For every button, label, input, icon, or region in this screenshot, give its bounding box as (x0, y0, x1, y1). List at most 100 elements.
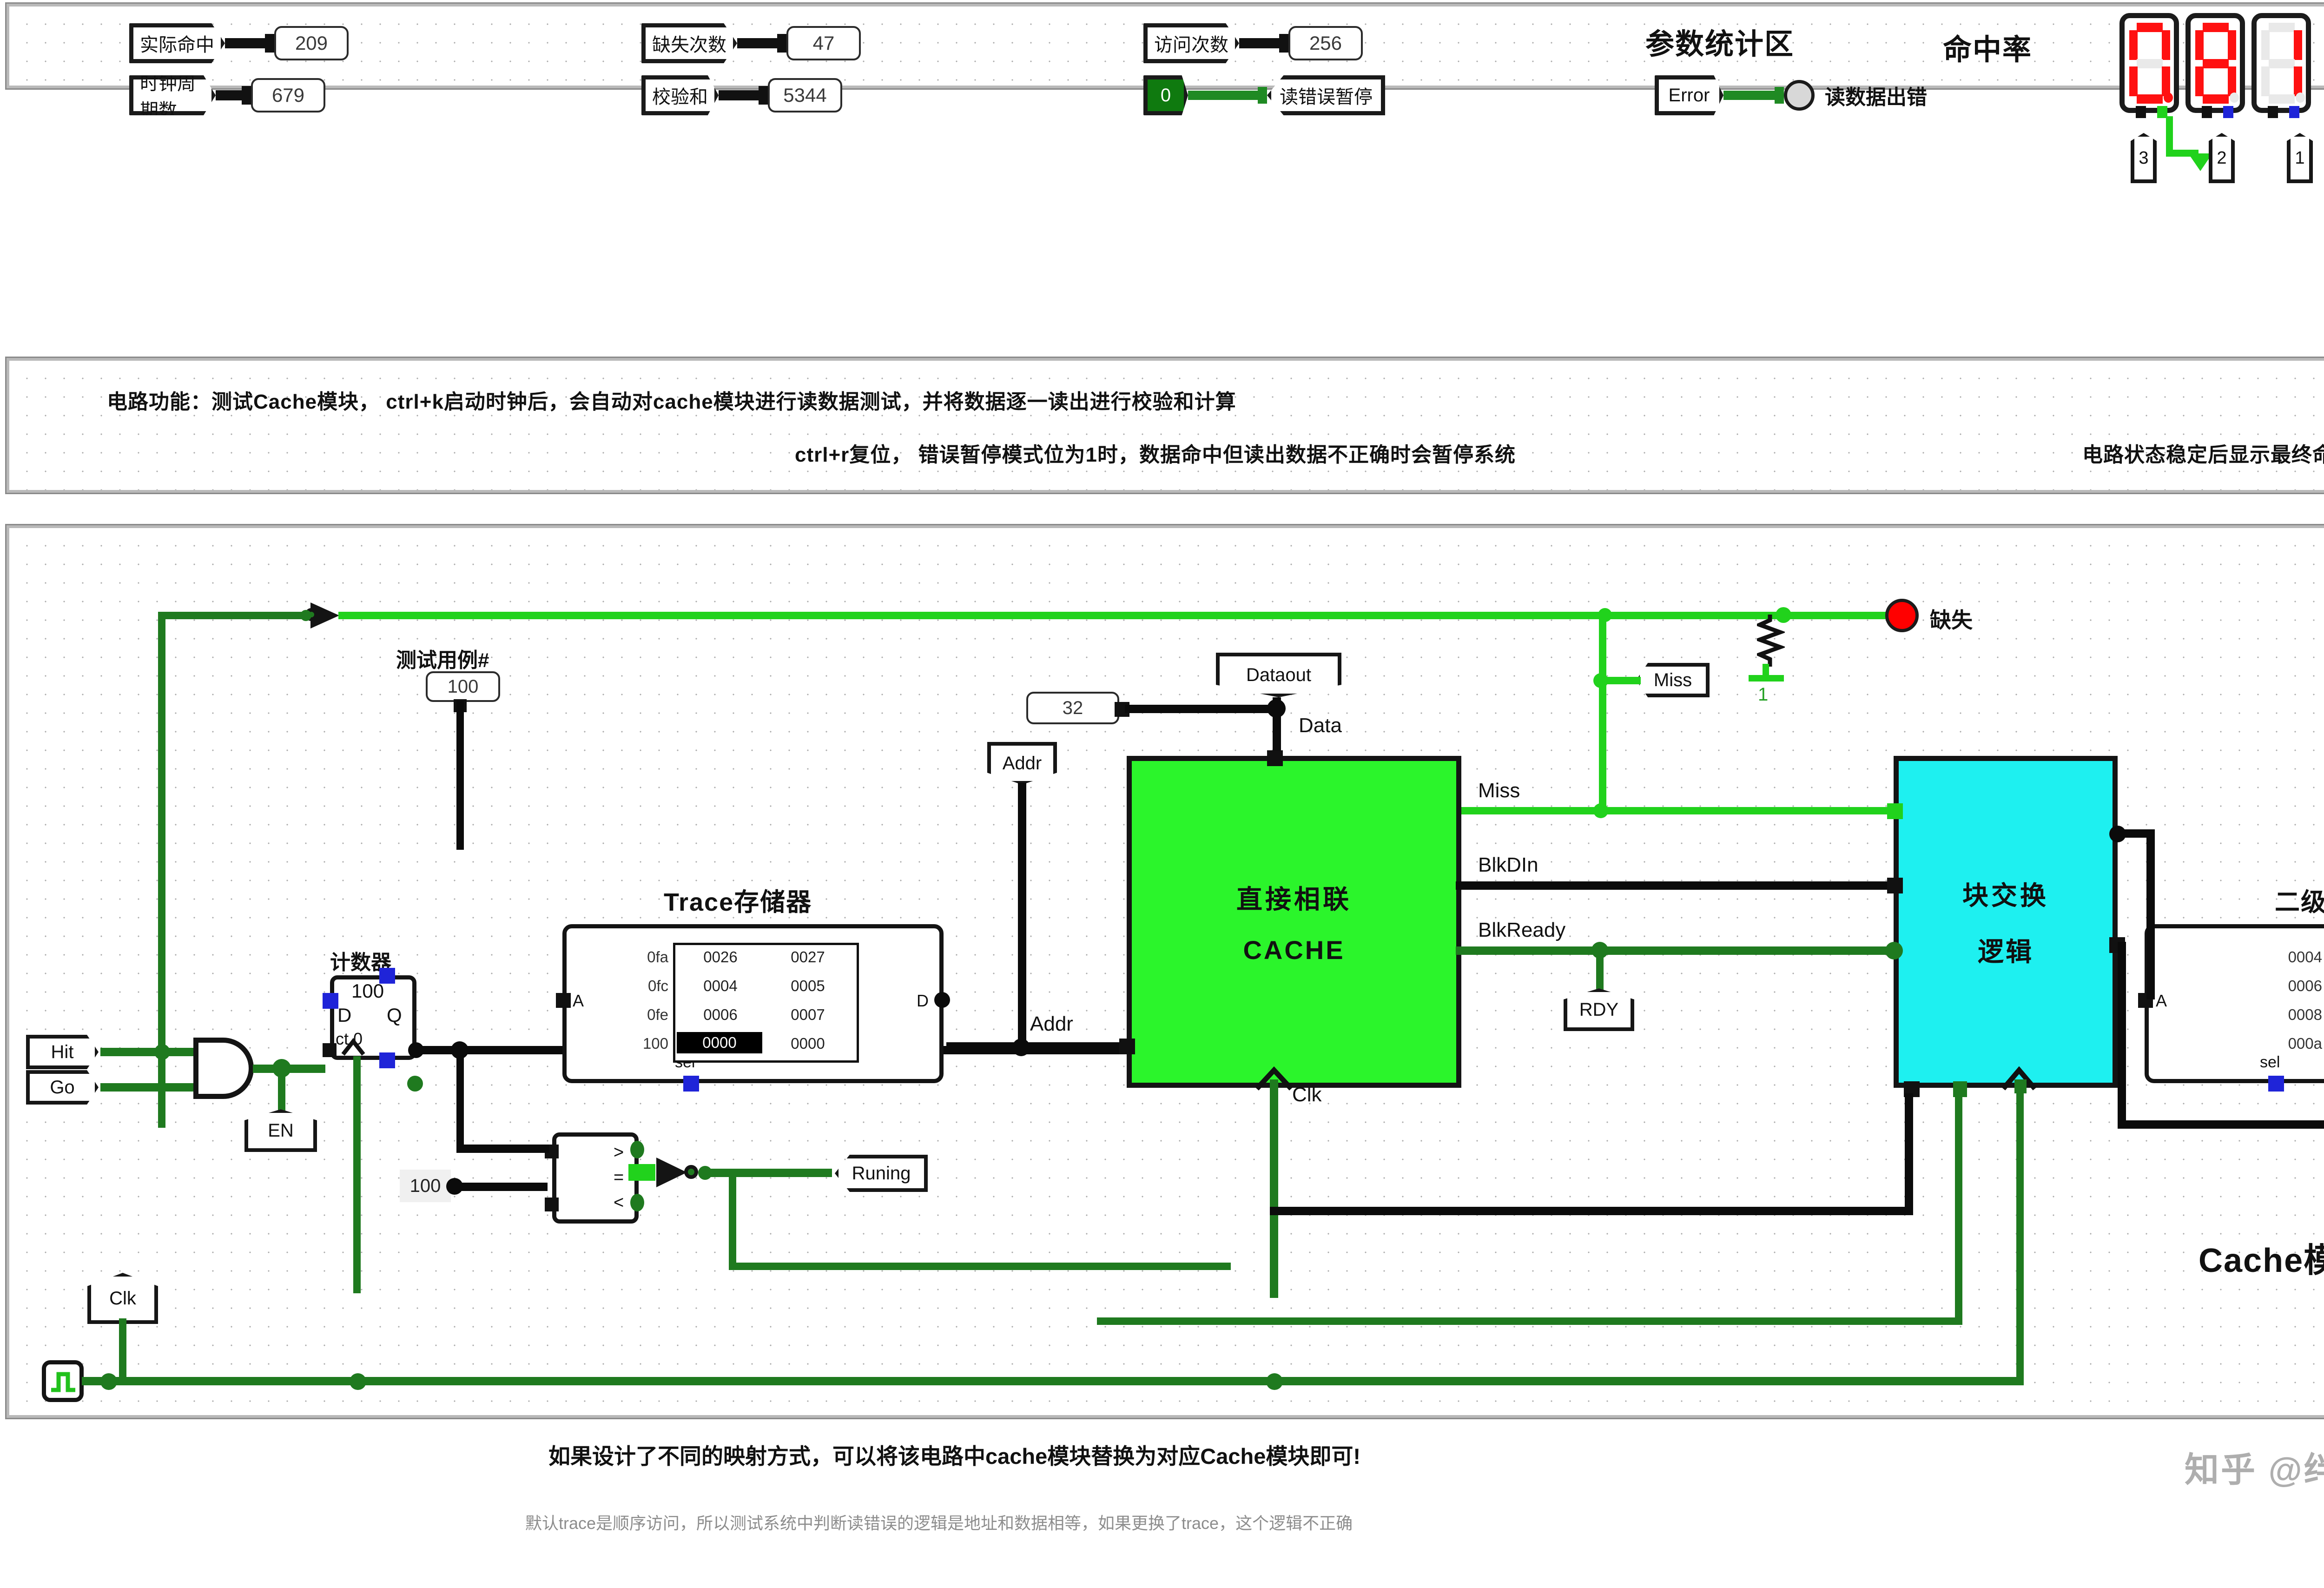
wire-clk-down (119, 1318, 126, 1381)
pin-error-label: Error (1668, 85, 1710, 106)
seven-segment-tag-3[interactable]: 3 (2131, 133, 2157, 183)
wire-junction-black (1012, 1039, 1030, 1056)
wire-addr-v (1018, 783, 1026, 1051)
wire-nub (759, 86, 768, 105)
pin-miss-count[interactable]: 缺失次数 (641, 23, 737, 63)
segment-c (2228, 66, 2236, 96)
segment-a (2203, 23, 2229, 32)
wire-global-clk-bus (93, 1377, 2024, 1385)
trace-memory-port-a: A (573, 991, 584, 1010)
not-gate-icon-2[interactable] (656, 1158, 687, 1187)
cache-port-clk-label: Clk (1292, 1083, 1322, 1106)
wire-actual-hit (225, 38, 265, 48)
wire-l2-d-back-h (2118, 1120, 2324, 1129)
segment-f (2195, 30, 2204, 60)
trace-memory-pin-d (934, 992, 950, 1008)
trace-cell: 0005 (791, 977, 825, 994)
read-error-lamp[interactable] (1784, 80, 1815, 111)
miss-lamp[interactable] (1885, 599, 1919, 632)
counter-pin-bottom-blue[interactable] (379, 1052, 395, 1068)
pin-runing[interactable]: Runing (835, 1155, 928, 1192)
pin-checksum[interactable]: 校验和 (641, 75, 719, 115)
segment-c (2162, 66, 2170, 96)
pin-go[interactable]: Go (26, 1070, 99, 1105)
probe-miss-count[interactable]: 47 (786, 26, 861, 60)
segment-pin-blue[interactable] (2223, 106, 2233, 118)
wire-runing-down (729, 1169, 736, 1269)
probe-dataout-value[interactable]: 32 (1026, 692, 1119, 724)
wire-swap-bottom-1-v (1905, 1093, 1913, 1214)
pin-actual-hit[interactable]: 实际命中 (129, 23, 225, 63)
counter-pin-left-blue[interactable] (323, 993, 338, 1009)
probe-checksum[interactable]: 5344 (768, 78, 842, 112)
hit-rate-title: 命中率 (1943, 34, 2033, 66)
wire-swap-bottom-2-h (1097, 1317, 1962, 1325)
seven-segment-digit-3[interactable] (2119, 13, 2179, 118)
pin-miss[interactable]: Miss (1636, 663, 1710, 697)
resistor-icon (1757, 615, 1785, 667)
pin-pause-mode-value[interactable]: 0 (1143, 75, 1188, 115)
probe-compare-value[interactable]: 100 (400, 1170, 451, 1202)
stat-group-miss-count: 缺失次数 47 (641, 23, 861, 63)
seven-segment-digit-2[interactable] (2185, 13, 2245, 118)
segment-pin-black[interactable] (2268, 106, 2278, 118)
wire-junction (1266, 1373, 1283, 1390)
counter-block[interactable] (330, 975, 416, 1060)
pin-pause-on-read-error-label[interactable]: 读错误暂停 (1267, 75, 1385, 115)
seven-segment-tag-2[interactable]: 2 (2209, 133, 2235, 183)
swap-logic-block[interactable]: 块交换 逻辑 (1894, 756, 2118, 1088)
comparator-out-gt (630, 1141, 644, 1158)
clock-source-icon[interactable] (42, 1360, 84, 1402)
segment-pin-green[interactable] (2157, 106, 2167, 118)
pin-hit[interactable]: Hit (26, 1035, 99, 1069)
seven-segment-digit-1[interactable] (2251, 13, 2311, 118)
segment-pin-blue[interactable] (2289, 106, 2299, 118)
trace-memory-pin-a (556, 993, 571, 1008)
pin-clock-cycles[interactable]: 时钟周期数 (129, 75, 216, 115)
probe-testcase[interactable]: 100 (426, 671, 500, 702)
pin-access-count-label: 访问次数 (1154, 35, 1228, 55)
pin-clk[interactable]: Clk (87, 1273, 158, 1324)
circuit-title: Cache模拟器 (2199, 1242, 2324, 1279)
pin-addr[interactable]: Addr (987, 742, 1057, 785)
probe-access-count[interactable]: 256 (1288, 26, 1363, 60)
description-line-1: 电路功能：测试Cache模块， ctrl+k启动时钟后，会自动对cache模块进… (107, 390, 1236, 413)
pull-down-bar-icon (1749, 675, 1784, 682)
segment-pin-black[interactable] (2202, 106, 2212, 118)
wire-miss-down (1599, 682, 1606, 809)
stat-group-read-error: Error 读数据出错 (1655, 75, 1927, 115)
counter-pin-top-blue[interactable] (379, 968, 395, 984)
wire-error (1723, 91, 1775, 100)
probe-actual-hit-value: 209 (295, 32, 328, 54)
trace-memory-sel-pin[interactable] (683, 1076, 699, 1092)
segment-b (2228, 30, 2236, 60)
clock-edge-triangle-icon (341, 1038, 365, 1056)
segment-decimal-point (2230, 93, 2239, 103)
cache-pin-data (1267, 750, 1283, 766)
segment-b (2294, 30, 2302, 60)
seven-segment-tag-1[interactable]: 1 (2287, 133, 2313, 183)
comparator-eq-label: = (614, 1168, 624, 1187)
pause-on-read-error-label: 读错误暂停 (1280, 87, 1373, 107)
cache-port-blkdin-label: BlkDIn (1478, 854, 1538, 876)
cache-block[interactable]: 直接相联 CACHE (1127, 756, 1461, 1088)
and-gate-icon[interactable] (193, 1038, 254, 1099)
segment-d (2269, 94, 2295, 104)
segment-pin-black[interactable] (2136, 106, 2146, 118)
pin-en[interactable]: EN (244, 1109, 317, 1152)
pin-rdy[interactable]: RDY (1564, 988, 1634, 1031)
swap-pin-blkdin (1887, 878, 1903, 893)
pin-access-count[interactable]: 访问次数 (1143, 23, 1239, 63)
probe-actual-hit[interactable]: 209 (274, 26, 349, 60)
cache-block-line1: 直接相联 (1236, 885, 1352, 914)
wire-access-count (1239, 38, 1279, 48)
stat-group-clock-cycles: 时钟周期数 679 (129, 75, 325, 115)
comparator-block[interactable] (552, 1132, 639, 1224)
segment-d (2203, 94, 2229, 104)
probe-clock-cycles-value: 679 (271, 84, 305, 106)
pin-error[interactable]: Error (1655, 75, 1723, 115)
pin-dataout[interactable]: Dataout (1216, 653, 1341, 697)
probe-clock-cycles[interactable]: 679 (251, 78, 325, 112)
l2-memory-sel-pin[interactable] (2268, 1076, 2284, 1092)
pin-rdy-label: RDY (1579, 999, 1619, 1020)
